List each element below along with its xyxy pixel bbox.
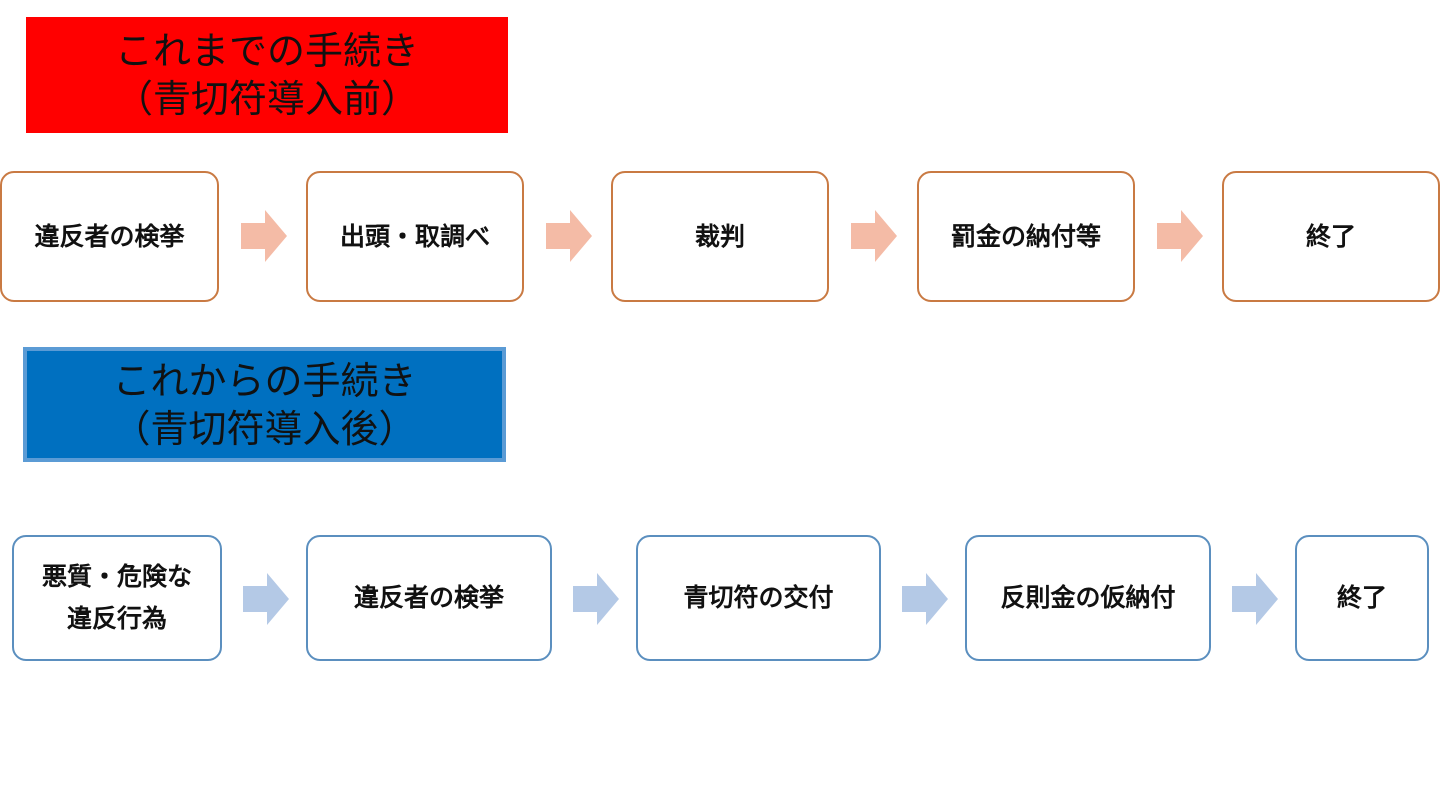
after-step-1: 悪質・危険な 違反行為 xyxy=(12,535,222,661)
header-before-line1: これまでの手続き xyxy=(114,29,419,73)
before-step-2-label: 出頭・取調べ xyxy=(339,221,490,251)
arrow-right-icon xyxy=(1232,573,1278,625)
arrow-right-icon xyxy=(546,210,592,262)
header-after-line2: （青切符導入後） xyxy=(112,406,417,451)
before-step-3-label: 裁判 xyxy=(694,221,745,251)
after-step-3-label: 青切符の交付 xyxy=(683,583,834,612)
header-before: これまでの手続き （青切符導入前） xyxy=(26,17,508,133)
arrow-right-icon xyxy=(243,573,289,625)
after-step-2: 違反者の検挙 xyxy=(306,535,552,661)
after-step-5: 終了 xyxy=(1295,535,1429,661)
after-step-1-label: 悪質・危険な 違反行為 xyxy=(41,562,192,633)
arrow-right-icon xyxy=(573,573,619,625)
header-before-line2: （青切符導入前） xyxy=(114,77,419,121)
arrow-right-icon xyxy=(851,210,897,262)
before-step-2: 出頭・取調べ xyxy=(306,171,524,302)
before-step-4-label: 罰金の納付等 xyxy=(950,221,1101,251)
after-step-2-label: 違反者の検挙 xyxy=(353,583,504,612)
after-step-4: 反則金の仮納付 xyxy=(965,535,1211,661)
before-step-4: 罰金の納付等 xyxy=(917,171,1135,302)
before-step-1: 違反者の検挙 xyxy=(0,171,219,302)
arrow-right-icon xyxy=(1157,210,1203,262)
before-step-1-label: 違反者の検挙 xyxy=(34,221,185,251)
after-step-4-label: 反則金の仮納付 xyxy=(1000,583,1176,612)
after-step-3: 青切符の交付 xyxy=(636,535,881,661)
header-after: これからの手続き （青切符導入後） xyxy=(23,347,506,462)
before-step-5: 終了 xyxy=(1222,171,1440,302)
header-after-line1: これからの手続き xyxy=(112,358,417,403)
before-step-3: 裁判 xyxy=(611,171,829,302)
arrow-right-icon xyxy=(241,210,287,262)
after-step-5-label: 終了 xyxy=(1336,583,1387,612)
before-step-5-label: 終了 xyxy=(1305,221,1356,251)
arrow-right-icon xyxy=(902,573,948,625)
